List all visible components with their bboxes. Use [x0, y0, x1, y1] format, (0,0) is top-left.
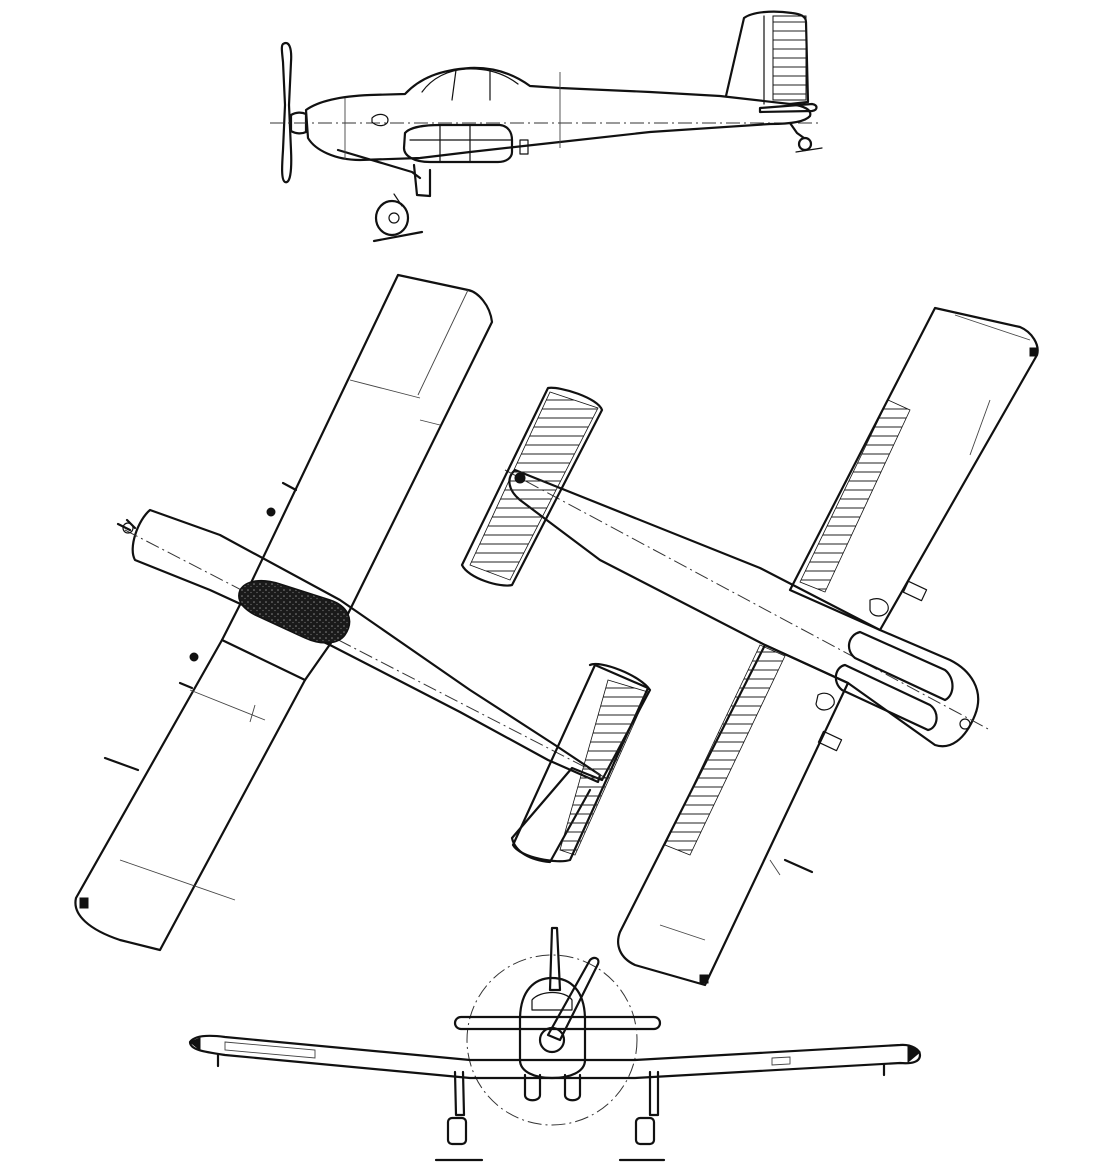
bottom-view [460, 306, 1039, 987]
front-view [188, 926, 922, 1162]
front-view-fuselage [518, 976, 587, 1080]
bottom-view-wing-lower [617, 643, 850, 987]
propeller-disc [466, 954, 638, 1126]
canopy-frame [421, 68, 519, 93]
top-view-wing-lower [74, 638, 307, 952]
top-view-canopy [238, 579, 351, 644]
spinner [289, 111, 308, 135]
fuselage [304, 66, 812, 162]
top-view [74, 273, 652, 952]
top-view-hstab [511, 663, 650, 863]
top-view-fuselage [131, 508, 602, 784]
bottom-view-wing-upper [788, 306, 1039, 632]
front-view-wing [188, 1034, 922, 1080]
propeller [280, 41, 293, 184]
side-view [270, 10, 823, 243]
main-wheel [374, 199, 410, 237]
engine-nacelle [402, 123, 514, 164]
top-view-wing-upper [248, 273, 494, 632]
bottom-view-hstab [460, 386, 604, 587]
